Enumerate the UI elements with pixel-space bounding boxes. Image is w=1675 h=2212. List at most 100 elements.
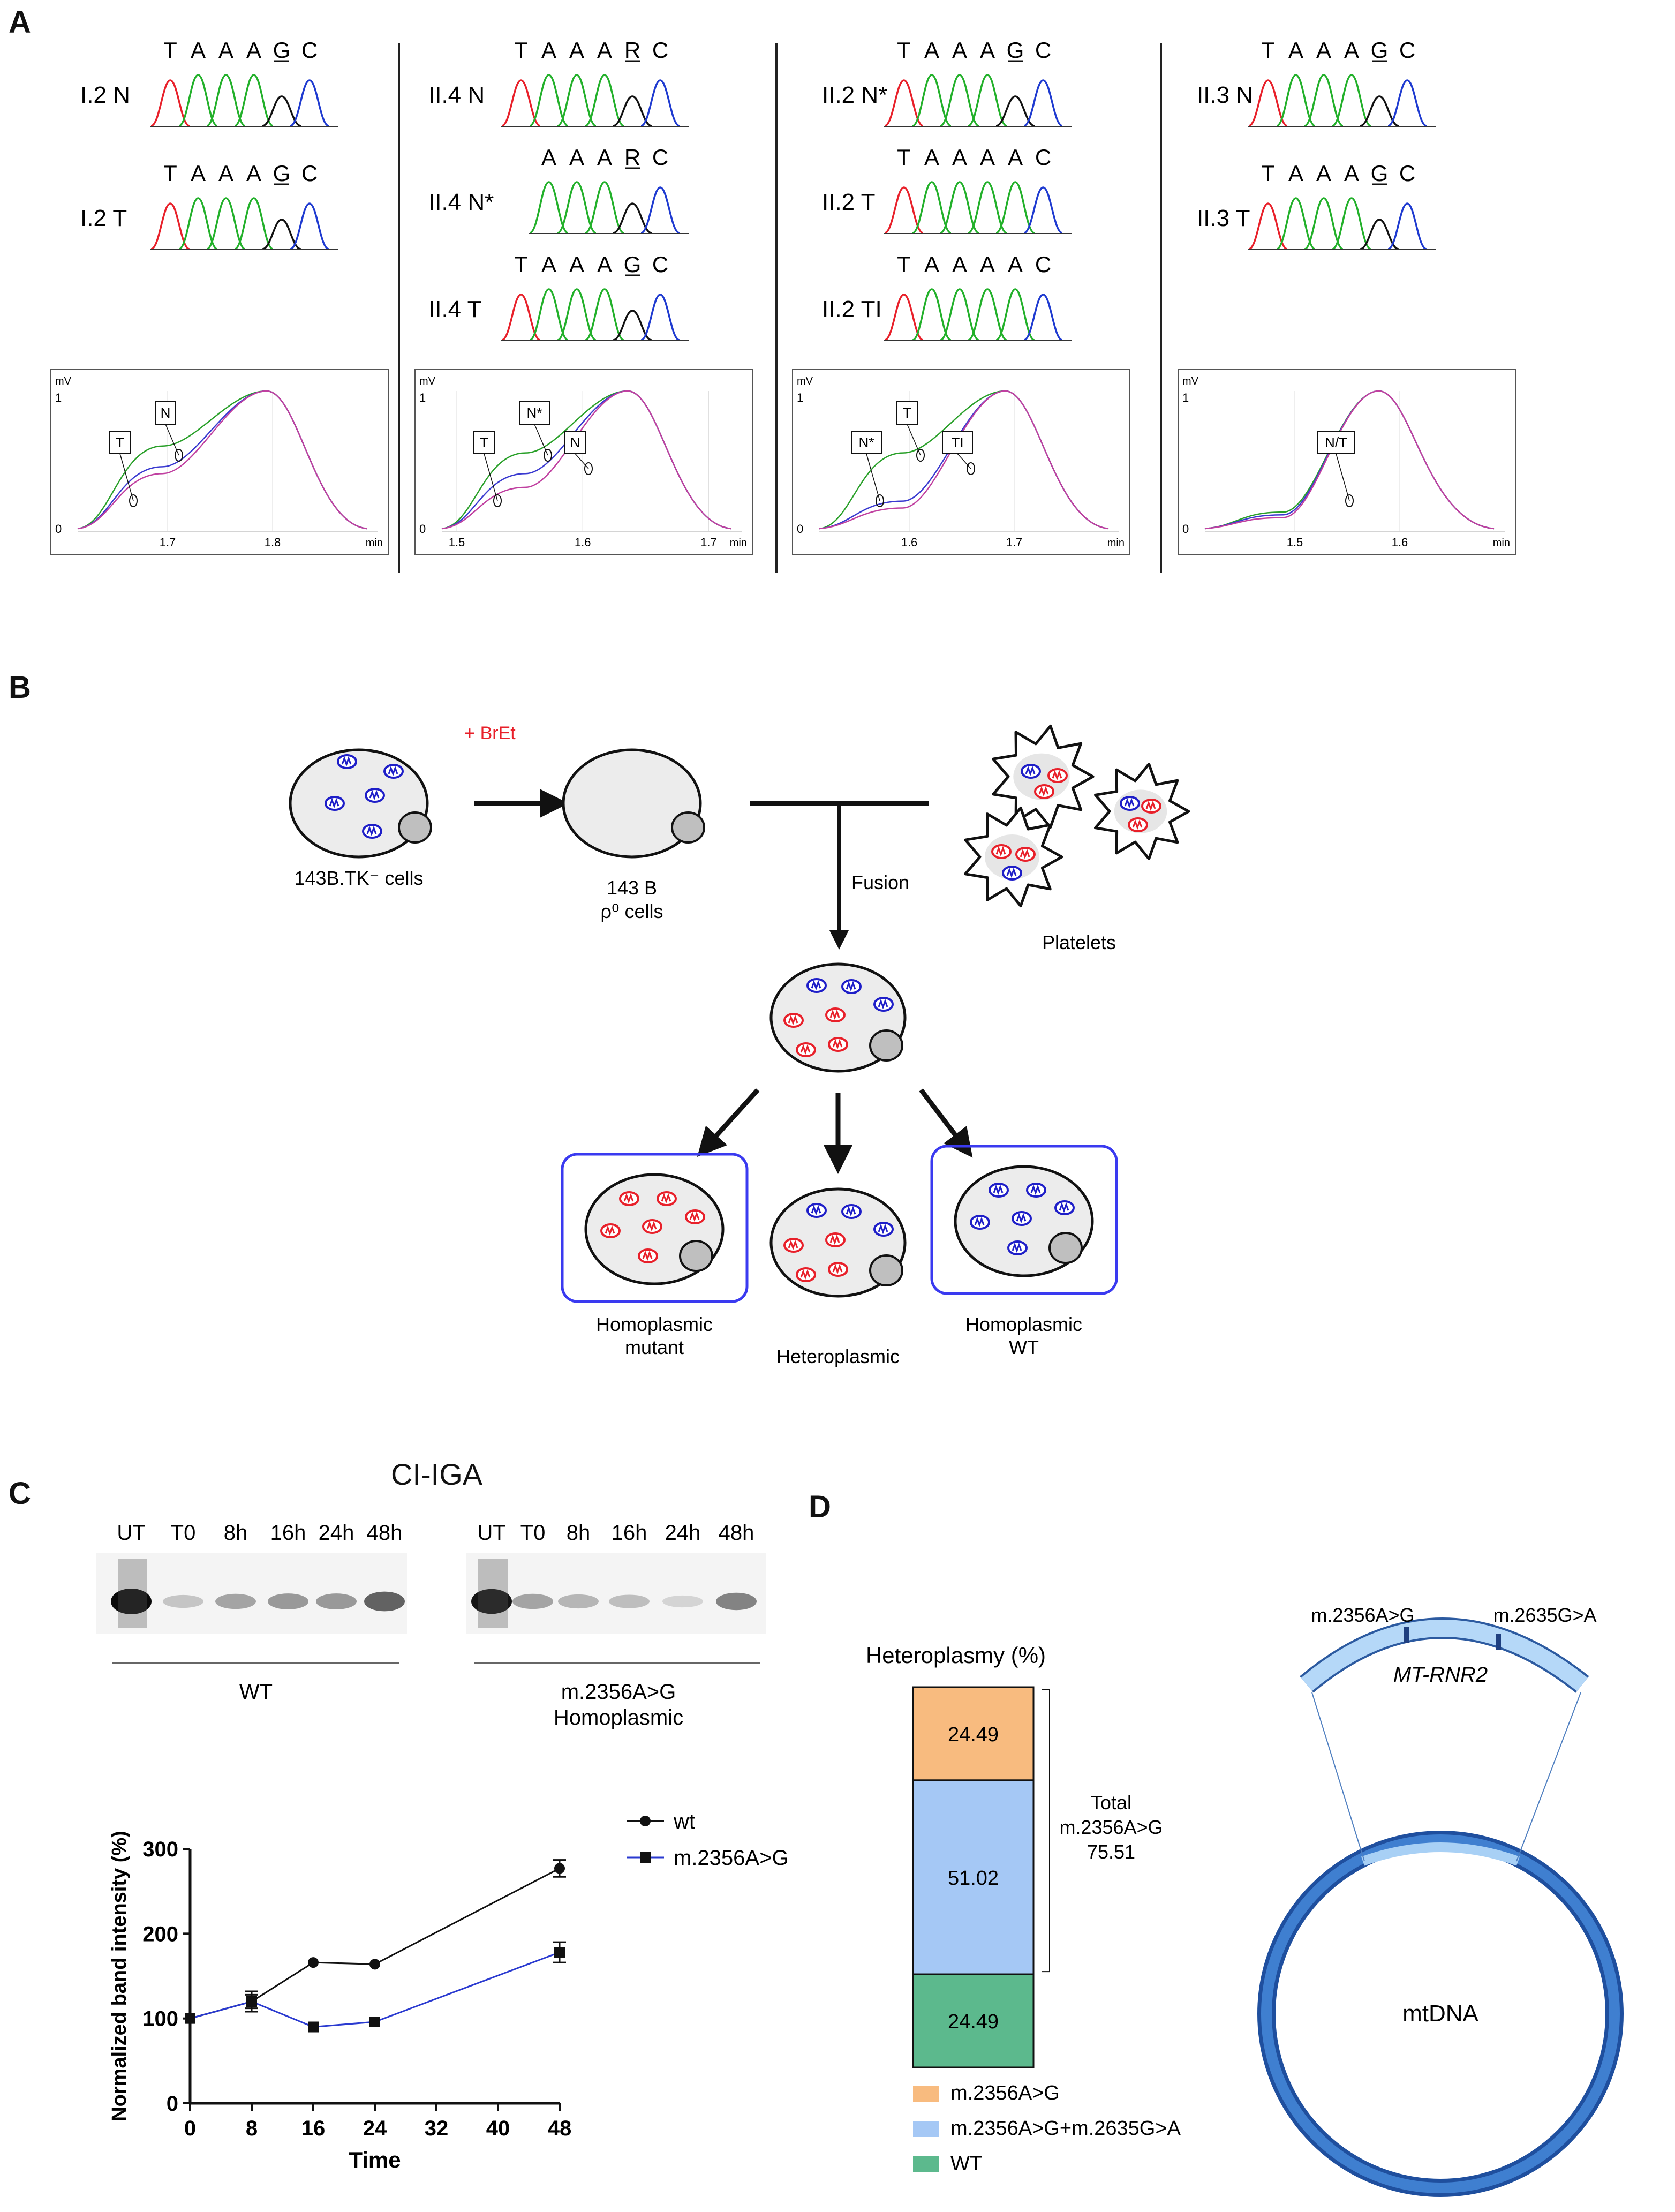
melt-callout-label: N* bbox=[859, 434, 874, 450]
homoplasmic-wt-box bbox=[930, 1145, 1118, 1295]
melt-xtick: 1.7 bbox=[160, 536, 176, 549]
mt-rnr2-region bbox=[1361, 1842, 1520, 1866]
bracket-label-1: Total bbox=[1091, 1792, 1131, 1814]
gel-band bbox=[268, 1593, 308, 1609]
base-call-letter: A bbox=[246, 37, 261, 63]
melt-xunit: min bbox=[366, 537, 383, 549]
base-call-letter: A bbox=[597, 252, 612, 277]
sample-label: II.4 N bbox=[428, 82, 485, 108]
split-arrow-left bbox=[697, 1088, 760, 1157]
segment-value: 51.02 bbox=[948, 1867, 999, 1890]
gel-background-mut bbox=[466, 1553, 766, 1634]
base-call-letter: C bbox=[652, 37, 668, 63]
base-call-letter: C bbox=[652, 145, 668, 170]
melt-ylabel: mV bbox=[55, 375, 72, 387]
chromatogram-peak bbox=[501, 79, 541, 127]
chromatogram-peak bbox=[178, 74, 218, 127]
base-call-letter: A bbox=[952, 37, 967, 63]
gel-lane-label: UT bbox=[477, 1521, 505, 1545]
chromatogram-peak bbox=[529, 181, 569, 234]
legend-label: WT bbox=[950, 2153, 982, 2175]
heteroplasmic-cell bbox=[769, 1187, 907, 1298]
melt-callout-label: N* bbox=[527, 405, 542, 421]
melt-callout-box bbox=[519, 401, 550, 425]
sample-label: II.2 T bbox=[822, 189, 875, 215]
platelets-label: Platelets bbox=[1042, 931, 1116, 953]
base-call-letter: G bbox=[1371, 37, 1389, 63]
segment-value: 24.49 bbox=[948, 1724, 999, 1746]
legend-marker bbox=[640, 1852, 651, 1863]
x-tick-label: 48 bbox=[548, 2117, 572, 2140]
gel-lane-label: T0 bbox=[171, 1521, 196, 1545]
panel-label-c: C bbox=[9, 1476, 31, 1511]
parent-cell bbox=[289, 748, 432, 859]
sample-label: II.2 TI bbox=[822, 296, 882, 322]
x-tick-label: 32 bbox=[425, 2117, 449, 2140]
melt-callout-label: N bbox=[161, 405, 171, 421]
base-call-letter: C bbox=[301, 161, 318, 186]
melt-xunit: min bbox=[730, 537, 747, 549]
base-call-letter: A bbox=[1008, 145, 1023, 170]
chromatogram-peak bbox=[1332, 197, 1371, 250]
base-call-letter: A bbox=[924, 252, 939, 277]
chromatogram-peak bbox=[557, 74, 597, 127]
data-point-square bbox=[369, 2017, 380, 2027]
gel-lane-label: 48h bbox=[719, 1521, 754, 1545]
base-call-letter: A bbox=[246, 161, 261, 186]
chromatogram-peak bbox=[1023, 186, 1063, 234]
melt-callout-label: T bbox=[480, 434, 488, 450]
chromatogram-peak bbox=[884, 79, 924, 127]
bracket-label-2: m.2356A>G bbox=[1059, 1816, 1163, 1838]
gel-lane-label: 16h bbox=[270, 1521, 306, 1545]
x-axis-title: Time bbox=[349, 2147, 401, 2172]
chromatogram-peak bbox=[1276, 74, 1316, 127]
base-call-letter: A bbox=[1008, 252, 1023, 277]
rho0-cell bbox=[562, 748, 705, 859]
base-call-letter: A bbox=[924, 37, 939, 63]
gel-lane-label: 48h bbox=[367, 1521, 403, 1545]
base-call-letter: C bbox=[1399, 161, 1415, 186]
stacked-bar-segment bbox=[912, 1779, 1035, 1975]
base-call-letter: A bbox=[569, 252, 584, 277]
legend-label: m.2356A>G bbox=[674, 1846, 789, 1870]
melt-ytick: 1 bbox=[1182, 391, 1189, 404]
mtdna-ring bbox=[1261, 1834, 1620, 2193]
chromatogram-peak bbox=[884, 186, 924, 234]
legend-label: m.2356A>G bbox=[950, 2082, 1060, 2104]
chromatogram-peak bbox=[1332, 74, 1371, 127]
chromatogram-peak bbox=[557, 181, 597, 234]
data-point-circle bbox=[554, 1863, 565, 1874]
melt-callout-label: N bbox=[570, 434, 580, 450]
zoom-line bbox=[1311, 1692, 1365, 1862]
melt-ytick: 1 bbox=[797, 391, 803, 404]
chromatogram-peak bbox=[640, 186, 680, 234]
data-point-square bbox=[246, 1996, 257, 2007]
chromatogram-peak bbox=[613, 202, 652, 234]
homoplasmic-mutant-box bbox=[561, 1153, 749, 1303]
base-call-letter: A bbox=[952, 252, 967, 277]
platelets-illustration bbox=[964, 724, 1190, 908]
gel-lane-label: T0 bbox=[520, 1521, 546, 1545]
base-call-letter: A bbox=[1344, 37, 1359, 63]
chromatogram-peak bbox=[1387, 79, 1427, 127]
homoplasmic-wt-label-2: WT bbox=[1009, 1336, 1039, 1358]
panel-d-heteroplasmy: Heteroplasmy (%)24.4951.0224.49Totalm.23… bbox=[866, 1604, 1624, 2197]
gel-band bbox=[111, 1589, 152, 1614]
melt-ylabel: mV bbox=[419, 375, 436, 387]
base-call-letter: G bbox=[1007, 37, 1024, 63]
gel-lane-label: 16h bbox=[612, 1521, 647, 1545]
gene-label: MT-RNR2 bbox=[1393, 1663, 1488, 1687]
data-point-square bbox=[185, 2013, 195, 2024]
homoplasmic-mutant-cell bbox=[584, 1173, 725, 1285]
chromatogram-peak bbox=[884, 294, 924, 341]
base-call-letter: A bbox=[191, 37, 206, 63]
chromatogram-peak bbox=[940, 288, 979, 341]
base-call-letter: A bbox=[980, 145, 995, 170]
melt-callout-label: T bbox=[116, 434, 124, 450]
chromatogram-peak bbox=[995, 95, 1035, 127]
chromatogram-peak bbox=[529, 74, 569, 127]
platelet-mitochondrion bbox=[991, 844, 1012, 859]
